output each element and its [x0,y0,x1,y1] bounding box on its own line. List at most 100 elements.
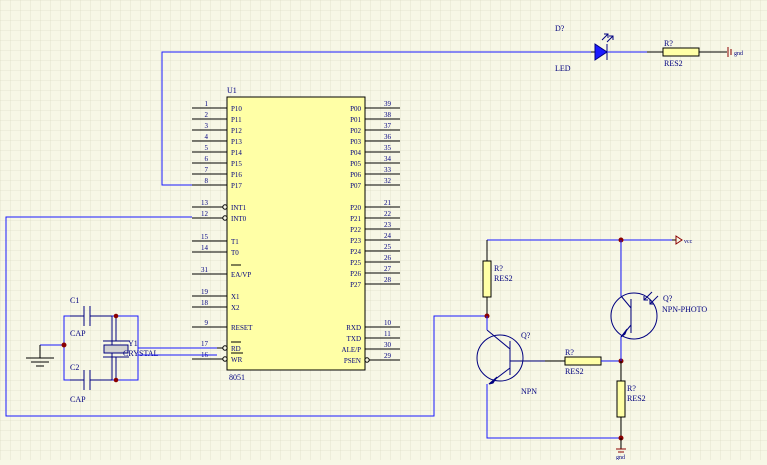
wire-ground-return [486,384,621,439]
vcc-port [675,235,683,245]
npn-designator: Q? [521,331,531,340]
r-led-value: RES2 [664,59,683,68]
pin-name: T0 [231,249,239,257]
pin-name: P00 [350,105,361,113]
pin-name: P16 [231,171,242,179]
pin-name: P10 [231,105,242,113]
pin-name: P13 [231,138,242,146]
pin-name: P01 [350,116,361,124]
pin-name: INT0 [231,215,247,223]
pin-number: 25 [384,243,392,251]
pin-number: 21 [384,199,392,207]
pin-name: WR [231,356,243,364]
mcu-part-label: 8051 [229,373,245,382]
pin-number: 17 [201,340,209,348]
pin-number: 24 [384,232,392,240]
pin-name: P22 [350,226,361,234]
pin-number: 33 [384,166,392,174]
y1-value: CRYSTAL [123,349,158,358]
gnd-bottom-label: gnd [616,455,625,460]
crystal-y1[interactable] [103,344,129,354]
resistor-base[interactable] [564,356,602,366]
pin-number: 4 [205,133,209,141]
mcu-right-pins: 39P0038P0137P0236P0335P0434P0533P0632P07… [342,100,400,365]
vcc-label: vcc [684,239,693,245]
pin-name: EA/VP [231,271,251,279]
led-value: LED [555,64,571,73]
oscillator-circuit: C1 CAP C2 CAP Y1 CRYSTAL [26,296,217,404]
y1-designator: Y1 [128,339,138,348]
pin-number: 29 [384,352,392,360]
pin-number: 15 [201,233,209,241]
pin-name: X2 [231,304,240,312]
led-triangle[interactable] [594,43,608,61]
resistor-led[interactable] [662,47,700,57]
photo-transistor[interactable] [610,292,658,340]
pin-name: P07 [350,182,361,190]
pin-name: ALE/P [342,346,362,354]
pin-number: 37 [384,122,392,130]
pin-name: P11 [231,116,242,124]
pin-name: RD [231,345,241,353]
r-collector-value: RES2 [494,274,513,283]
pin-name: X1 [231,293,240,301]
pin-name: P06 [350,171,361,179]
pin-number: 35 [384,144,392,152]
pin-name: P12 [231,127,242,135]
pin-number: 19 [201,288,209,296]
pin-number: 3 [205,122,209,130]
pin-number: 9 [205,319,209,327]
junction-gnd-caps [61,342,67,348]
pin-number: 31 [201,266,209,274]
npn-transistor[interactable] [476,334,524,382]
pin-number: 14 [201,244,209,252]
pin-name: P21 [350,215,361,223]
pin-number: 10 [384,319,392,327]
wire-int0-to-npn [5,216,487,417]
resistor-emitter[interactable] [616,380,626,418]
transistor-circuit: vcc R? RES2 Q? NPN R? RES2 [476,235,707,461]
pin-name: P23 [350,237,361,245]
r-base-designator: R? [565,348,574,357]
resistor-collector[interactable] [482,260,492,298]
pin-number: 23 [384,221,392,229]
pin-number: 32 [384,177,392,185]
mcu-u1[interactable]: U1 8051 1P102P113P124P135P146P157P168P17… [192,86,400,382]
